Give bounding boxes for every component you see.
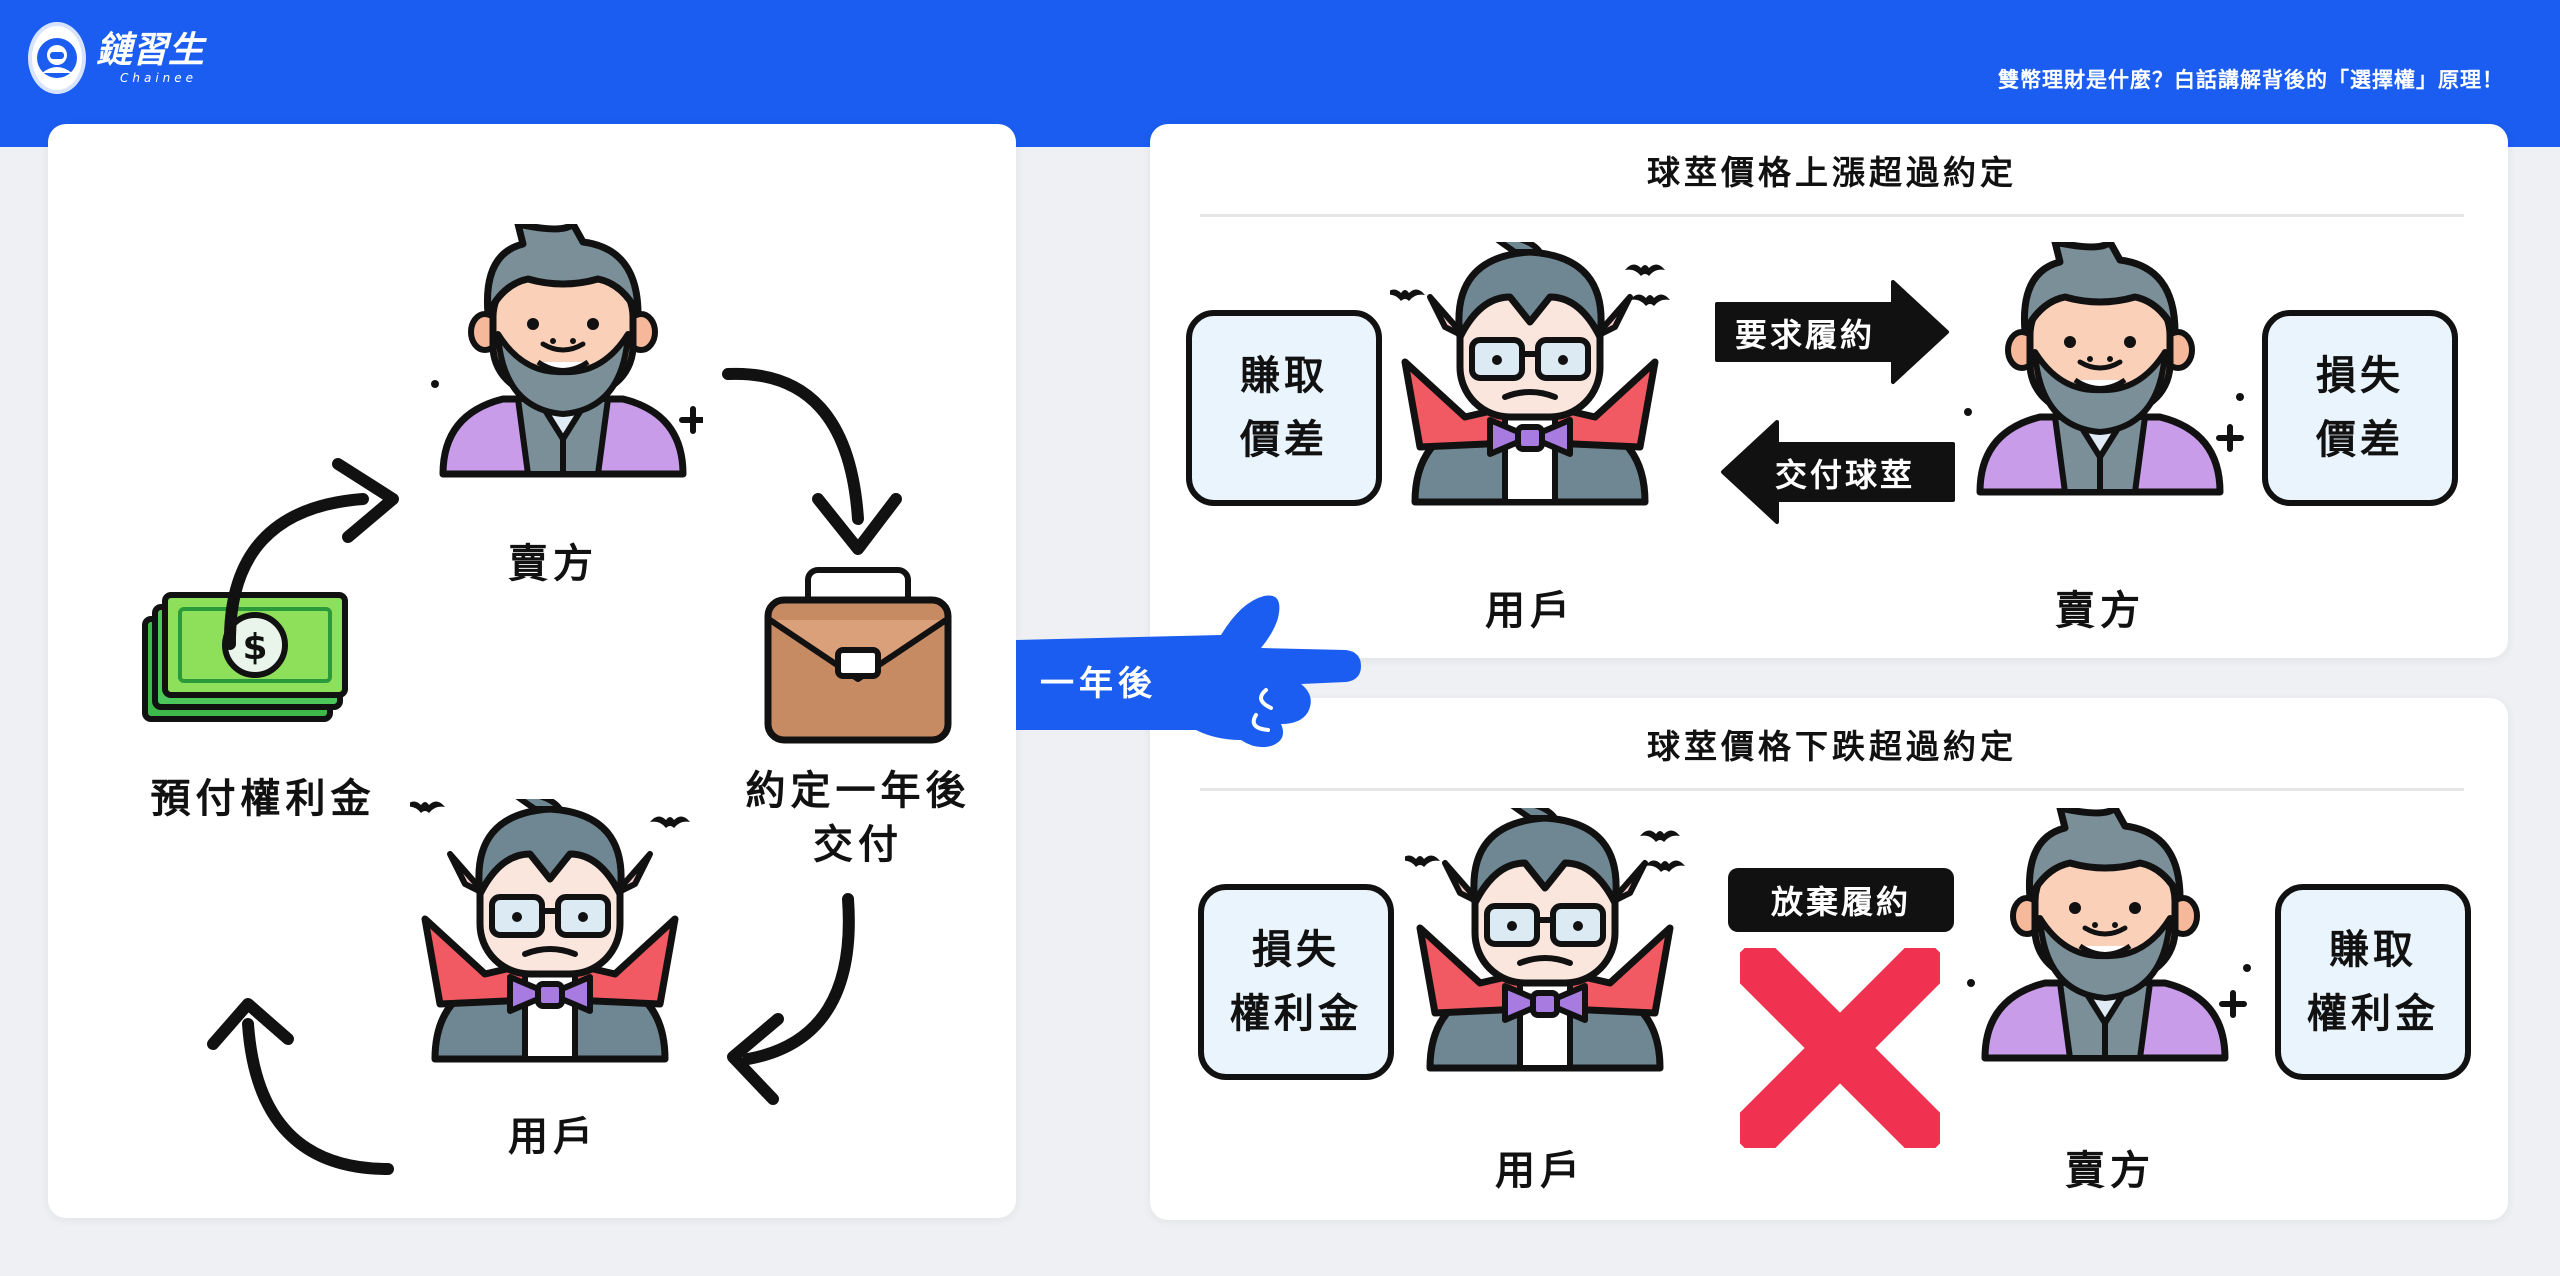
user-lose-premium-line1: 損失 [1252,927,1340,973]
option-cycle-card: 賣方 用戶 $ 預付權利金 約定一年後 交付 [48,124,1016,1218]
arrow-right-icon [1715,280,1949,384]
top-banner: 鏈習生 Chainee 雙幣理財是什麼？白話講解背後的「選擇權」原理！ [0,0,2560,147]
brand-name: 鏈習生 [96,30,205,71]
cash-stack-icon: $ [142,592,348,722]
seller-gain-premium-line2: 權利金 [2307,991,2439,1037]
fall-user-label: 用戶 [1495,1148,1585,1194]
astronaut-logo-icon [28,22,86,94]
page-subtitle: 雙幣理財是什麼？白話講解背後的「選擇權」原理！ [1998,68,2504,92]
brand-logo[interactable]: 鏈習生 Chainee [28,22,204,94]
user-gain-spread-box: 賺取 價差 [1186,310,1382,506]
arrow-to-seller-icon [223,458,399,650]
one-year-later-label: 一年後 [1040,664,1157,704]
cycle-seller-label: 賣方 [508,541,598,587]
svg-text:$: $ [242,627,267,668]
arrow-to-premium-icon [207,998,394,1175]
scenario-fall-title: 球莖價格下跌超過約定 [1200,720,2464,791]
deliver-bulbs-tag: 交付球莖 [1774,456,1915,494]
arrow-to-user-icon [727,893,855,1105]
scenario-rise-card: 球莖價格上漲超過約定 賺取 價差 用戶 要求履約 交付球莖 賣方 損失 價差 [1150,124,2508,658]
delivery-label-line2: 交付 [813,822,903,868]
scenario-rise-title: 球莖價格上漲超過約定 [1200,146,2464,217]
user-figure-icon [410,799,690,1069]
cycle-user-label: 用戶 [508,1114,598,1160]
seller-loss-spread-line2: 價差 [2316,417,2404,463]
brand-subname: Chainee [120,71,198,85]
delivery-label-line1: 約定一年後 [745,768,971,814]
premium-label: 預付權利金 [150,776,376,822]
pointing-hand-icon [1016,595,1361,748]
user-gain-spread-line2: 價差 [1240,417,1328,463]
user-figure-icon [1405,808,1685,1078]
user-gain-spread-line1: 賺取 [1240,353,1328,399]
request-exercise-tag: 要求履約 [1734,316,1875,354]
user-lose-premium-line2: 權利金 [1230,991,1362,1037]
red-cross-icon [1740,948,1940,1148]
briefcase-icon [764,567,952,744]
abandon-exercise-tag: 放棄履約 [1728,868,1954,932]
seller-loss-spread-line1: 損失 [2316,353,2404,399]
seller-figure-icon [431,224,703,494]
rise-seller-label: 賣方 [2055,588,2145,634]
seller-gain-premium-box: 賺取 權利金 [2275,884,2471,1080]
user-figure-icon [1390,242,1670,512]
rise-user-label: 用戶 [1485,588,1575,634]
delivery-label: 約定一年後 交付 [718,764,998,872]
fall-seller-label: 賣方 [2065,1148,2155,1194]
seller-figure-icon [1967,808,2251,1078]
arrow-to-briefcase-icon [722,367,902,555]
scenario-fall-card: 球莖價格下跌超過約定 損失 權利金 用戶 放棄履約 賣方 賺取 權利金 [1150,698,2508,1220]
seller-loss-spread-box: 損失 價差 [2262,310,2458,506]
user-lose-premium-box: 損失 權利金 [1198,884,1394,1080]
arrow-left-icon [1721,420,1955,524]
seller-figure-icon [1964,242,2244,512]
seller-gain-premium-line1: 賺取 [2329,927,2417,973]
